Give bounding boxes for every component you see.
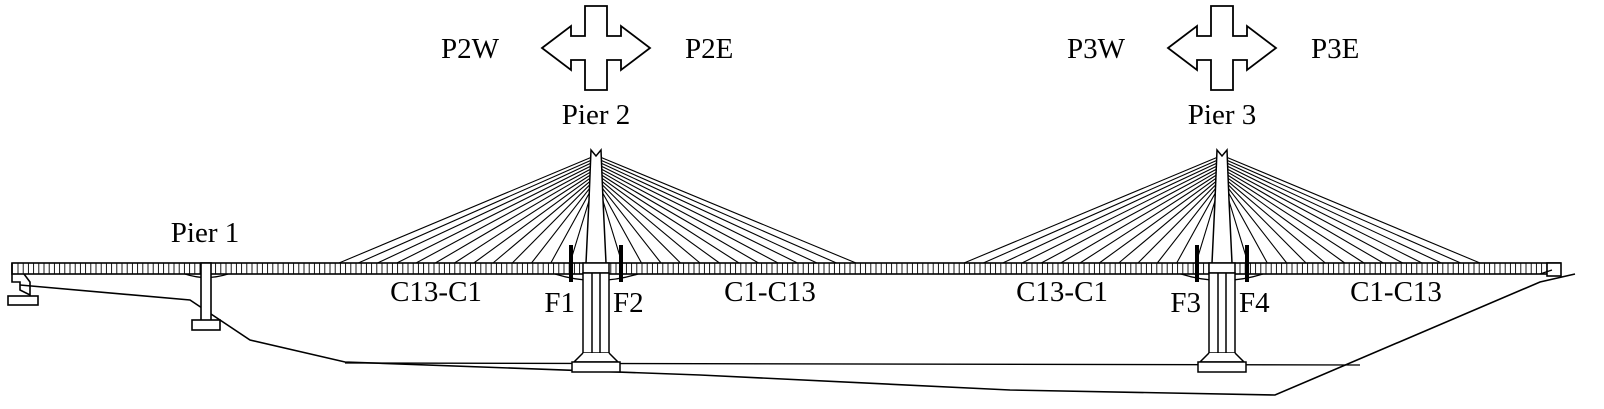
pier2-tower — [571, 148, 621, 373]
pier1-structure — [191, 262, 221, 331]
pier3-label: Pier 3 — [1188, 99, 1256, 131]
pier1-label: Pier 1 — [171, 217, 239, 249]
stay-cable — [963, 156, 1219, 264]
direction-label-p3e: P3E — [1311, 33, 1359, 65]
stay-cable — [1225, 162, 1442, 264]
stay-cable — [1225, 173, 1365, 264]
direction-label-p2e: P2E — [685, 33, 733, 65]
stay-cable — [435, 170, 593, 264]
west-abutment — [7, 263, 39, 306]
stay-cable — [1060, 170, 1219, 264]
stay-cable — [599, 162, 818, 264]
section-mark-f3 — [1195, 245, 1199, 282]
stay-cable — [511, 182, 593, 264]
section-mark-f1 — [569, 245, 573, 282]
stay-cable — [1225, 156, 1481, 264]
stay-cable — [492, 179, 593, 264]
stay-cable — [599, 165, 798, 264]
stay-cables — [338, 156, 1481, 264]
stay-cable — [473, 176, 593, 264]
section-mark-f4 — [1245, 245, 1249, 282]
stay-cable — [599, 167, 779, 264]
stay-cable — [531, 184, 593, 264]
stay-cable — [1225, 165, 1423, 264]
stay-cable — [1156, 184, 1219, 264]
stay-cable — [599, 176, 720, 264]
stay-cable — [1225, 184, 1288, 264]
pier3-direction-arrow — [1166, 5, 1278, 91]
stay-cable — [599, 156, 857, 264]
stay-cable — [1118, 179, 1219, 264]
stay-cable — [599, 159, 837, 264]
stay-cable — [599, 184, 662, 264]
stay-cable — [550, 187, 593, 264]
stay-cable — [454, 173, 593, 264]
pier2-direction-arrow — [540, 5, 652, 91]
stay-cable — [1176, 187, 1219, 264]
stay-cable — [377, 162, 593, 264]
pier3-tower — [1197, 148, 1247, 373]
section-label-f4: F4 — [1239, 287, 1270, 319]
stay-cable — [1225, 176, 1346, 264]
stay-cable — [1225, 167, 1403, 264]
stay-cable — [358, 159, 593, 264]
stay-cable — [983, 159, 1219, 264]
stay-cable — [338, 156, 593, 264]
stay-cable — [1021, 165, 1219, 264]
stay-cable — [1098, 176, 1219, 264]
stay-cable — [1225, 170, 1384, 264]
stay-cable — [599, 179, 701, 264]
section-mark-f2 — [619, 245, 623, 282]
stay-cable — [1225, 182, 1307, 264]
stay-cable — [599, 170, 759, 264]
stay-cable — [599, 173, 740, 264]
stay-cable — [1041, 167, 1219, 264]
deck-segment-lines — [17, 263, 1558, 274]
section-label-f2: F2 — [613, 287, 644, 319]
cable-range-label-pier2-east: C1-C13 — [724, 276, 816, 308]
stay-cable — [1225, 187, 1268, 264]
stay-cable — [1137, 182, 1219, 264]
east-abutment — [1539, 262, 1562, 277]
section-label-f1: F1 — [544, 287, 575, 319]
stay-cable — [1225, 179, 1326, 264]
pier2-label: Pier 2 — [562, 99, 630, 131]
water-line — [344, 362, 1361, 366]
stay-cable — [599, 182, 681, 264]
cable-range-label-pier3-west: C13-C1 — [1016, 276, 1108, 308]
stay-cable — [1002, 162, 1219, 264]
stay-cable — [415, 167, 593, 264]
direction-label-p3w: P3W — [1067, 33, 1126, 65]
deck-girder — [11, 262, 1561, 275]
section-label-f3: F3 — [1170, 287, 1201, 319]
stay-cable — [599, 187, 642, 264]
stay-cable — [396, 165, 593, 264]
stay-cable — [1079, 173, 1219, 264]
direction-label-p2w: P2W — [441, 33, 500, 65]
cable-range-label-pier2-west: C13-C1 — [390, 276, 482, 308]
stay-cable — [1225, 159, 1461, 264]
cable-range-label-pier3-east: C1-C13 — [1350, 276, 1442, 308]
